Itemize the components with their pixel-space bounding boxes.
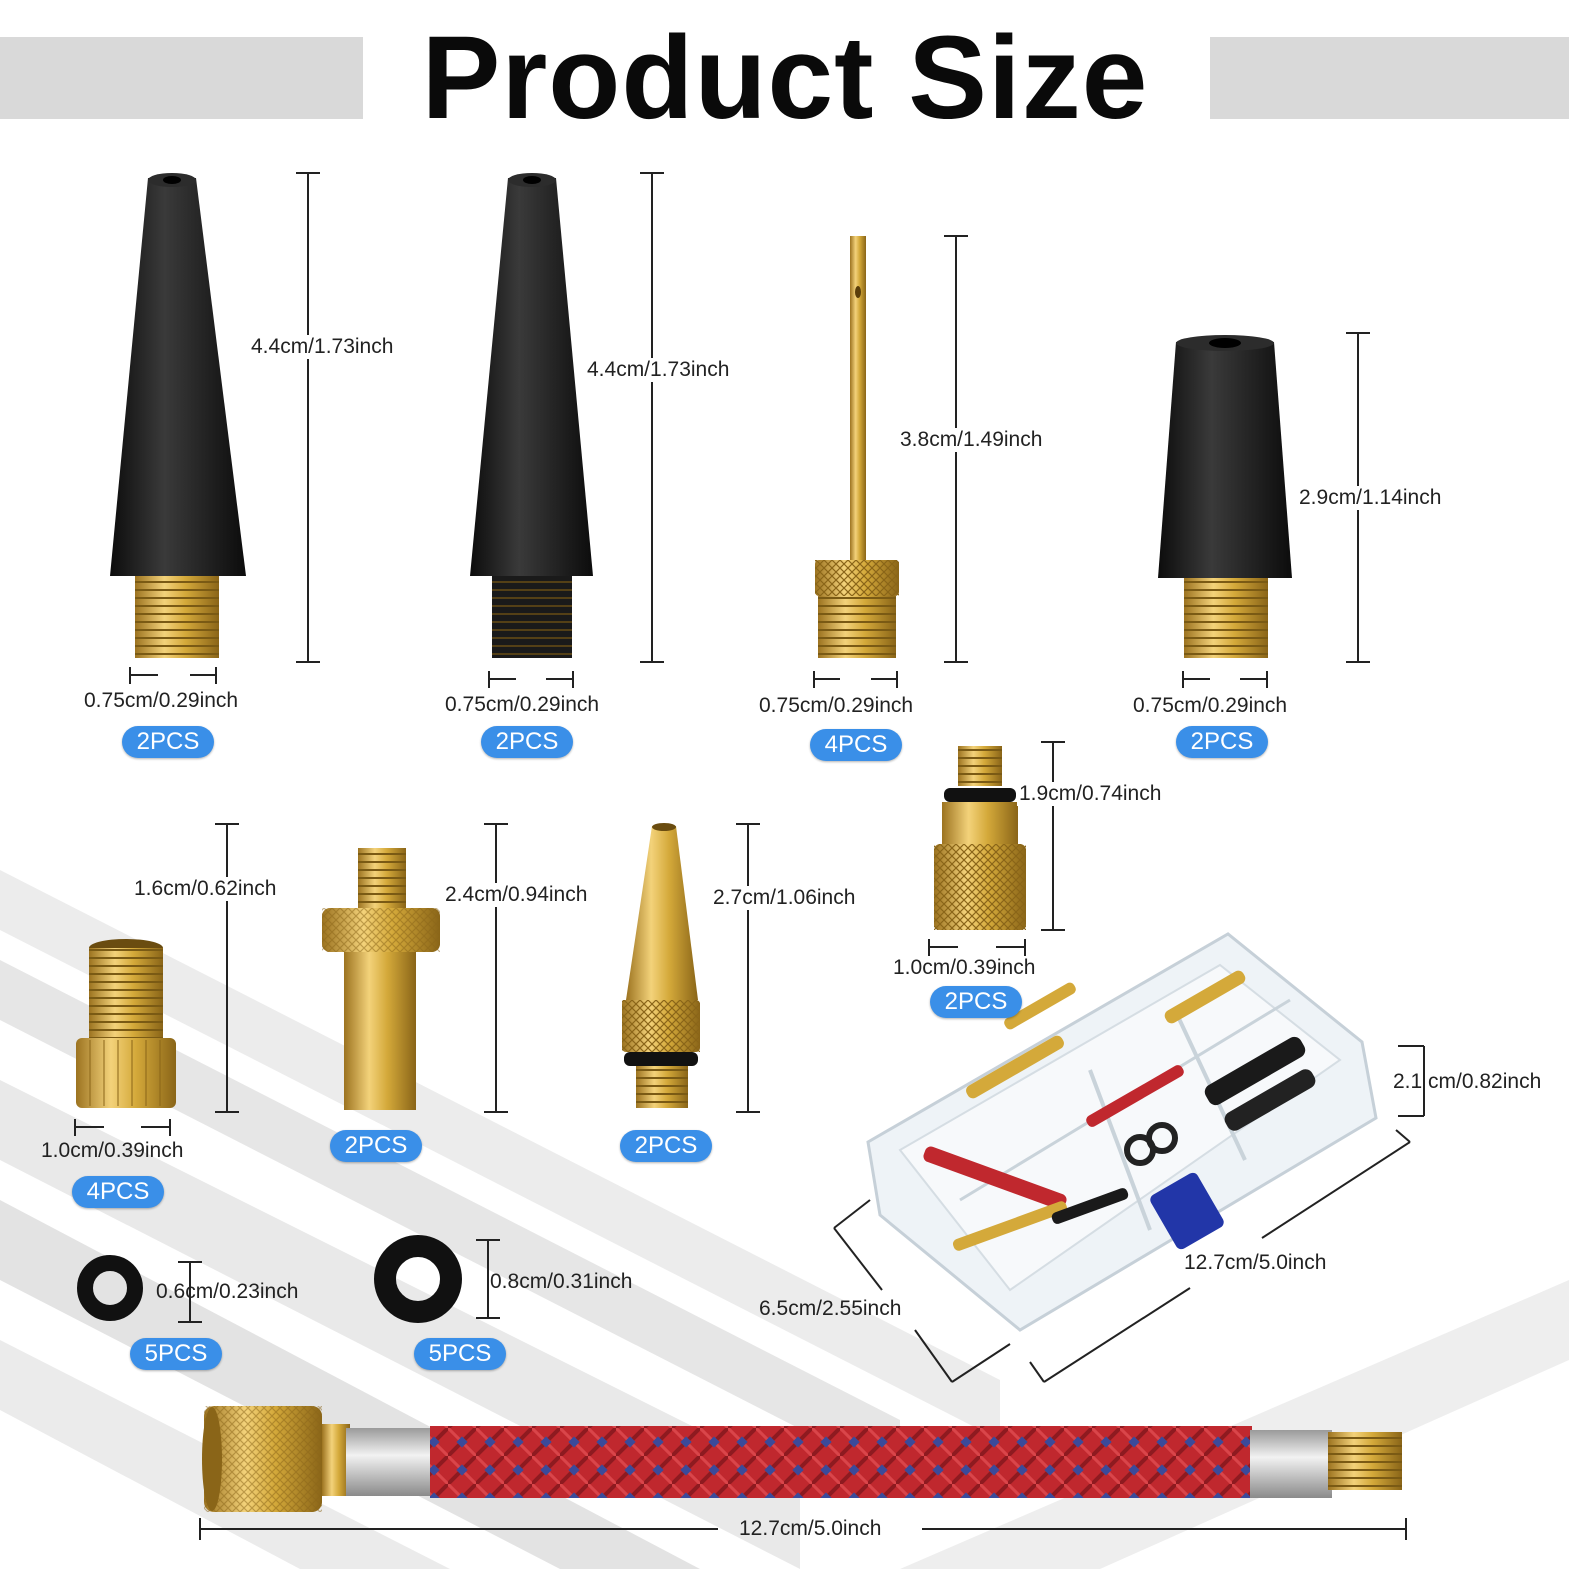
- item-3-qty-badge: 4PCS: [810, 729, 902, 761]
- item-4-qty-badge: 2PCS: [1176, 726, 1268, 758]
- item-1-width-label: 0.75cm/0.29inch: [84, 689, 239, 712]
- black-cone-adapter-2: [470, 173, 593, 658]
- item-1-height-label: 4.4cm/1.73inch: [249, 335, 396, 359]
- short-black-cone-adapter: [1158, 335, 1292, 658]
- dimension-lines: [74, 172, 1425, 1540]
- item-5-width-label: 1.0cm/0.39inch: [893, 956, 1036, 979]
- item-2-qty-badge: 2PCS: [481, 726, 573, 758]
- item-4-height-label: 2.9cm/1.14inch: [1297, 486, 1444, 510]
- item-6-qty-badge: 4PCS: [72, 1176, 164, 1208]
- extension-hose: [202, 1406, 1402, 1512]
- large-o-ring: [374, 1235, 462, 1323]
- box-height-label: 2.1 cm/0.82inch: [1393, 1070, 1542, 1093]
- large-o-ring-size-label: 0.8cm/0.31inch: [490, 1270, 633, 1293]
- long-brass-valve-adapter: [322, 848, 440, 1110]
- item-3-width-label: 0.75cm/0.29inch: [759, 694, 914, 717]
- hose-length-label: 12.7cm/5.0inch: [739, 1517, 882, 1540]
- title-bar-left: [0, 37, 363, 119]
- brass-cone-adapter: [622, 823, 700, 1108]
- large-o-ring-qty-badge: 5PCS: [414, 1338, 506, 1370]
- item-3-height-label: 3.8cm/1.49inch: [898, 428, 1045, 452]
- item-2-height-label: 4.4cm/1.73inch: [585, 358, 732, 382]
- ball-inflation-needle: [815, 236, 899, 658]
- box-width-label: 6.5cm/2.55inch: [759, 1297, 902, 1320]
- item-7-qty-badge: 2PCS: [330, 1130, 422, 1162]
- small-o-ring-qty-badge: 5PCS: [130, 1338, 222, 1370]
- item-8-qty-badge: 2PCS: [620, 1130, 712, 1162]
- item-6-height-label: 1.6cm/0.62inch: [132, 877, 279, 901]
- black-cone-adapter-1: [110, 173, 246, 658]
- title-bar-right: [1210, 37, 1569, 119]
- item-8-height-label: 2.7cm/1.06inch: [711, 886, 858, 910]
- item-1-qty-badge: 2PCS: [122, 726, 214, 758]
- item-5-height-label: 1.9cm/0.74inch: [1017, 782, 1164, 806]
- item-6-width-label: 1.0cm/0.39inch: [41, 1139, 184, 1162]
- box-length-label: 12.7cm/5.0inch: [1184, 1251, 1327, 1274]
- page-title: Product Size: [421, 12, 1149, 144]
- small-o-ring: [77, 1255, 143, 1321]
- small-o-ring-size-label: 0.6cm/0.23inch: [156, 1280, 299, 1303]
- item-4-width-label: 0.75cm/0.29inch: [1133, 694, 1288, 717]
- item-5-qty-badge: 2PCS: [930, 986, 1022, 1018]
- item-2-width-label: 0.75cm/0.29inch: [445, 693, 600, 716]
- item-7-height-label: 2.4cm/0.94inch: [443, 883, 590, 907]
- storage-box: [866, 932, 1378, 1332]
- presta-valve-adapter: [934, 746, 1026, 930]
- short-brass-valve-adapter: [76, 939, 176, 1108]
